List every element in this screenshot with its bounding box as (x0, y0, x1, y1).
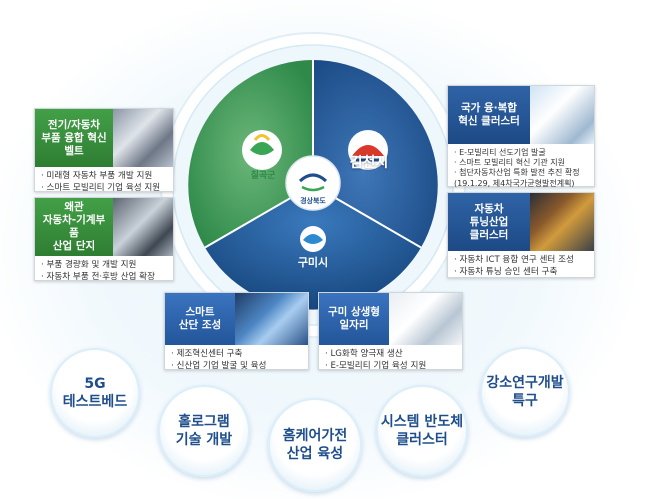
circle-5g-testbed: 5G 테스트베드 (50, 348, 140, 438)
card-title: 구미 상생형 일자리 (328, 306, 380, 331)
card-convergence: 국가 융·복합 혁신 클러스터 · E-모빌리티 선도기업 발굴 · 스마트 모… (447, 85, 595, 188)
card-item: · E-모빌리티 선도기업 발굴 (454, 148, 546, 157)
card-title: 전기/자동차 부품 융합 혁신 벨트 (41, 118, 107, 157)
card-tuning: 자동차 튜닝산업 클러스터 · 자동차 ICT 융합 연구 센터 조성 · 자동… (447, 192, 595, 278)
card-item: · 자동차 ICT 융합 연구 센터 조성 (454, 255, 574, 265)
card-jobs: 구미 상생형 일자리 · LG화학 양극재 생산 · E-모빌리티 기업 육성 … (318, 292, 463, 371)
card-item: · 자동차 튜닝 승인 센터 구축 (454, 266, 558, 277)
card-smart: 스마트 산단 조성 · 제조혁신센터 구축 · 신산업 기업 발굴 및 육성 (164, 292, 309, 371)
card-item: · 미래형 자동차 부품 개발 지원 (41, 171, 153, 181)
card-item: · LG화학 양극재 생산 (325, 349, 403, 359)
card-title: 국가 융·복합 혁신 클러스터 (458, 102, 520, 127)
card-item: · 스마트 모빌리티 기업 육성 지원 (41, 182, 161, 193)
card-title: 스마트 산단 조성 (178, 306, 222, 331)
card-ev-belt: 전기/자동차 부품 융합 혁신 벨트 · 미래형 자동차 부품 개발 지원 · … (34, 108, 174, 193)
card-item: · 제조혁신센터 구축 (171, 349, 243, 359)
gyeongbuk-label: 경상북도 (300, 197, 326, 205)
circle-semiconductor: 시스템 반도체 클러스터 (376, 385, 468, 477)
circle-rnd-zone: 강소연구개발 특구 (480, 347, 570, 437)
card-item: · 스마트 모빌리티 혁신 기관 지원 (454, 158, 565, 168)
card-item: · 자동차 부품 전·후방 산업 확장 (41, 271, 155, 282)
car-frame-photo (113, 198, 173, 256)
smart-factory-photo (235, 293, 308, 345)
gumi-label: 구미시 (297, 256, 329, 269)
circle-hologram: 홀로그램 기술 개발 (158, 385, 250, 477)
card-title: 자동차 튜닝산업 클러스터 (469, 202, 509, 241)
card-title: 왜관 자동차-기계부품 산업 단지 (42, 201, 106, 252)
ev-car-photo (530, 86, 594, 144)
workers-photo (389, 293, 462, 345)
circle-homecare: 홈케어가전 산업 육성 (268, 398, 362, 492)
car-parts-photo (113, 109, 173, 167)
card-item: (19.1.29, 제4차국가균형발전계획) (454, 178, 575, 188)
card-item: · 첨단자동차산업 특화 발전 추진 확정 (454, 168, 580, 178)
card-waegwan: 왜관 자동차-기계부품 산업 단지 · 부품 경량화 및 개발 지원 · 자동차… (34, 197, 174, 282)
card-item: · 부품 경량화 및 개발 지원 (41, 260, 137, 270)
chilgok-label: 칠곡군 (250, 171, 276, 181)
engine-photo (530, 193, 594, 251)
card-item: · E-모빌리티 기업 육성 지원 (325, 360, 427, 371)
card-item: · 신산업 기업 발굴 및 육성 (171, 360, 267, 371)
gimcheon-label: 김천시 (349, 155, 389, 171)
